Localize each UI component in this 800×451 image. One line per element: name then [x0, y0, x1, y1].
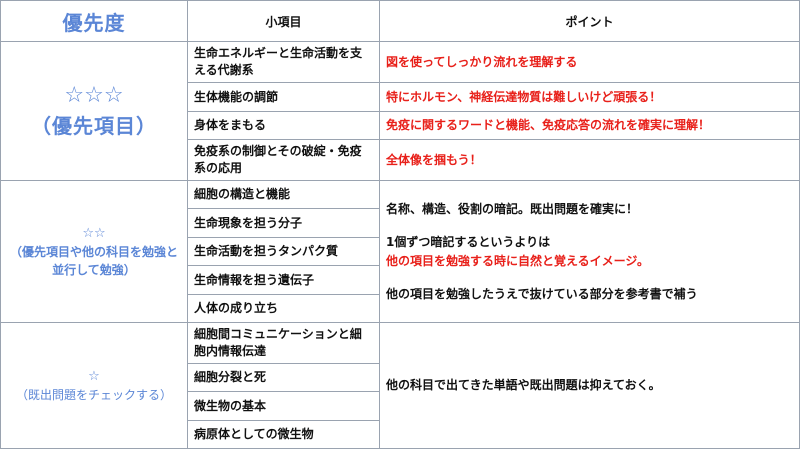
item-cell: 身体をまもる — [187, 111, 380, 140]
table-row: 生命現象を担う分子 — [1, 208, 800, 238]
table-row: ☆ （既出問題をチェックする） 細胞間コミュニケーションと細胞内情報伝達 他の科… — [0, 322, 800, 449]
table-row: ☆☆ （優先項目や他の科目を勉強と並行して勉強） 細胞の構造と機能 名称、構造、… — [0, 180, 800, 323]
table-row: 病原体としての微生物 — [1, 420, 800, 449]
item-cell: 微生物の基本 — [187, 391, 380, 421]
priority-cell-high: ☆☆☆ （優先項目） — [0, 41, 188, 181]
table-row: 生体機能の調節 特にホルモン、神経伝達物質は難しいけど頑張る！ — [1, 82, 800, 112]
point-cell: 免疫に関するワードと機能、免疫応答の流れを確実に理解！ — [379, 111, 800, 140]
priority-label: （優先項目） — [31, 114, 157, 138]
priority-cell-mid: ☆☆ （優先項目や他の科目を勉強と並行して勉強） — [0, 180, 188, 323]
priority-stars: ☆☆ — [82, 225, 106, 241]
item-cell: 免疫系の制御とその破綻・免疫系の応用 — [187, 139, 380, 181]
item-cell: 生命情報を担う遺伝子 — [187, 265, 380, 295]
item-cell: 病原体としての微生物 — [187, 420, 380, 449]
item-cell: 生命活動を担うタンパク質 — [187, 237, 380, 266]
item-cell: 人体の成り立ち — [187, 294, 380, 323]
table-row: 免疫系の制御とその破綻・免疫系の応用 全体像を掴もう！ — [1, 139, 800, 181]
point-line: 他の項目を勉強する時に自然と覚えるイメージ。 — [386, 253, 650, 268]
table-row: 細胞分裂と死 — [1, 363, 800, 392]
header-priority: 優先度 — [0, 0, 188, 42]
header-item: 小項目 — [187, 0, 380, 42]
point-line: 名称、構造、役割の暗記。既出問題を確実に！ — [386, 201, 639, 216]
point-cell: 特にホルモン、神経伝達物質は難しいけど頑張る！ — [379, 82, 800, 112]
priority-stars: ☆ — [88, 368, 100, 384]
item-cell: 細胞の構造と機能 — [187, 180, 380, 209]
header-point: ポイント — [379, 0, 800, 42]
table-row: 身体をまもる 免疫に関するワードと機能、免疫応答の流れを確実に理解！ — [1, 111, 800, 140]
priority-cell-low: ☆ （既出問題をチェックする） — [0, 322, 188, 449]
priority-label: （優先項目や他の科目を勉強と並行して勉強） — [9, 244, 178, 277]
priority-label: （既出問題をチェックする） — [15, 387, 172, 402]
point-line: 他の項目を勉強したうえで抜けている部分を参考書で補う — [386, 286, 698, 301]
point-cell: 全体像を掴もう！ — [379, 139, 800, 181]
header-row: 優先度 小項目 ポイント — [0, 0, 800, 42]
point-line: 1個ずつ暗記するというよりは — [386, 234, 551, 249]
table-row: 人体の成り立ち — [1, 294, 800, 323]
point-cell: 他の科目で出てきた単語や既出問題は抑えておく。 — [379, 322, 800, 449]
table-row: 生命活動を担うタンパク質 — [1, 237, 800, 266]
point-cell: 図を使ってしっかり流れを理解する — [379, 41, 800, 83]
item-cell: 細胞間コミュニケーションと細胞内情報伝達 — [187, 322, 380, 364]
item-cell: 生命現象を担う分子 — [187, 208, 380, 238]
table-row: 微生物の基本 — [1, 391, 800, 421]
item-cell: 生体機能の調節 — [187, 82, 380, 112]
item-cell: 生命エネルギーと生命活動を支える代謝系 — [187, 41, 380, 83]
item-cell: 細胞分裂と死 — [187, 363, 380, 392]
priority-stars: ☆☆☆ — [64, 83, 124, 108]
point-cell: 名称、構造、役割の暗記。既出問題を確実に！ 1個ずつ暗記するというよりは 他の項… — [379, 180, 800, 323]
table-row: ☆☆☆ （優先項目） 生命エネルギーと生命活動を支える代謝系 図を使ってしっかり… — [0, 41, 800, 181]
